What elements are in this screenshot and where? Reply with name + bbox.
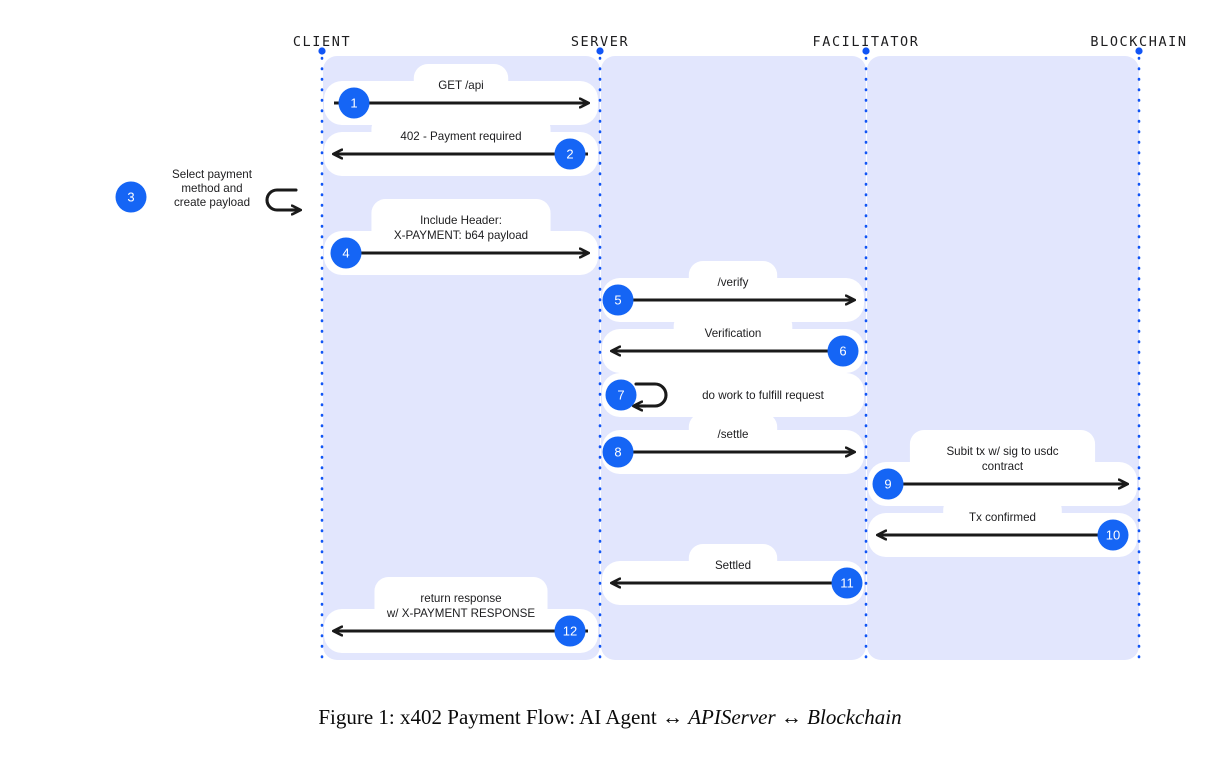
message-3-label-line-3: create payload xyxy=(174,196,250,209)
message-11-badge-circle[interactable] xyxy=(831,567,863,599)
message-12-badge-number: 12 xyxy=(563,624,577,639)
message-3-label-line-1: Select payment xyxy=(172,168,253,181)
lane-header-client: CLIENT xyxy=(292,34,352,50)
band-facilitator-chain xyxy=(867,56,1139,660)
message-10-badge-circle[interactable] xyxy=(1097,519,1129,551)
message-6-badge-number: 6 xyxy=(839,344,846,359)
lifelines xyxy=(318,47,1143,664)
message-4-badge-circle[interactable] xyxy=(330,237,362,269)
caption-italic-apiserver: APIServer xyxy=(688,705,776,729)
lane-header-blockchain: BLOCKCHAIN xyxy=(1090,34,1188,50)
caption-arrow-2: ↔ xyxy=(775,705,808,729)
message-1-label-line-1: GET /api xyxy=(438,79,484,92)
message-4-label-plate xyxy=(371,199,551,257)
message-7-badge-number: 7 xyxy=(617,388,624,403)
message-7-label-line-1: do work to fulfill request xyxy=(702,389,825,402)
message-9-badge-number: 9 xyxy=(884,477,891,492)
message-7-loop-path xyxy=(634,382,668,408)
message-2-badge-number: 2 xyxy=(566,147,573,162)
lane-header-facilitator: FACILITATOR xyxy=(812,34,920,50)
message-3-badge-number: 3 xyxy=(127,190,134,205)
message-9-label-plate xyxy=(909,430,1096,488)
message-5-label-plate xyxy=(688,261,778,304)
message-6-label-line-1: Verification xyxy=(705,327,762,340)
message-4-label-line-1: Include Header: xyxy=(420,214,502,227)
message-6-label-plate xyxy=(673,312,793,355)
message-2-badge-circle[interactable] xyxy=(554,138,586,170)
message-11-label-plate xyxy=(688,544,778,587)
message-7-pill xyxy=(602,373,864,417)
caption-arrow-1: ↔ xyxy=(661,705,689,729)
figure-caption: Figure 1: x402 Payment Flow: AI Agent ↔ … xyxy=(0,705,1220,730)
message-9-label-line-1: Subit tx w/ sig to usdc xyxy=(946,445,1058,458)
lifeline-head-dot-client xyxy=(318,47,326,55)
message-12-label-plate xyxy=(374,577,548,635)
message-8-badge-number: 8 xyxy=(614,445,621,460)
message-4-badge-number: 4 xyxy=(342,246,349,261)
lifeline-head-dot-blockchain xyxy=(1135,47,1143,55)
message-4-label-line-2: X-PAYMENT: b64 payload xyxy=(394,229,528,242)
lifeline-head-dot-server xyxy=(596,47,604,55)
message-3-label-line-2: method and xyxy=(181,182,242,195)
message-9-label-line-2: contract xyxy=(982,460,1024,473)
lane-header-server: SERVER xyxy=(570,34,630,50)
message-10-label-plate xyxy=(943,496,1062,539)
message-10-label-line-1: Tx confirmed xyxy=(969,511,1036,524)
message-5-badge-number: 5 xyxy=(614,293,621,308)
message-11-badge-number: 11 xyxy=(840,576,854,591)
message-6-badge-circle[interactable] xyxy=(827,335,859,367)
message-9-badge-circle[interactable] xyxy=(872,468,904,500)
message-3-loop-path xyxy=(265,188,298,212)
message-11-label-line-1: Settled xyxy=(715,559,751,572)
message-2-label-line-1: 402 - Payment required xyxy=(400,130,521,143)
message-8-label-line-1: /settle xyxy=(718,428,749,441)
caption-italic-blockchain: Blockchain xyxy=(807,705,902,729)
message-5-label-line-1: /verify xyxy=(718,276,749,289)
message-2-label-plate xyxy=(371,115,551,158)
message-1-label-plate xyxy=(413,64,509,107)
message-8-badge-circle[interactable] xyxy=(602,436,634,468)
message-1-badge-circle[interactable] xyxy=(338,87,370,119)
message-12-label-line-1: return response xyxy=(420,592,501,605)
message-3-pill xyxy=(110,171,310,223)
caption-prefix: Figure 1: x402 Payment Flow: AI Agent xyxy=(318,705,662,729)
message-3-badge-circle[interactable] xyxy=(115,181,147,213)
message-arrows xyxy=(265,103,1127,631)
message-5-badge-circle[interactable] xyxy=(602,284,634,316)
message-10-badge-number: 10 xyxy=(1106,528,1120,543)
message-12-label-line-2: w/ X-PAYMENT RESPONSE xyxy=(386,607,535,620)
message-7-badge-circle[interactable] xyxy=(605,379,637,411)
message-1-badge-number: 1 xyxy=(350,96,357,111)
message-8-label-plate xyxy=(688,413,778,456)
lifeline-head-dot-facilitator xyxy=(862,47,870,55)
message-12-badge-circle[interactable] xyxy=(554,615,586,647)
